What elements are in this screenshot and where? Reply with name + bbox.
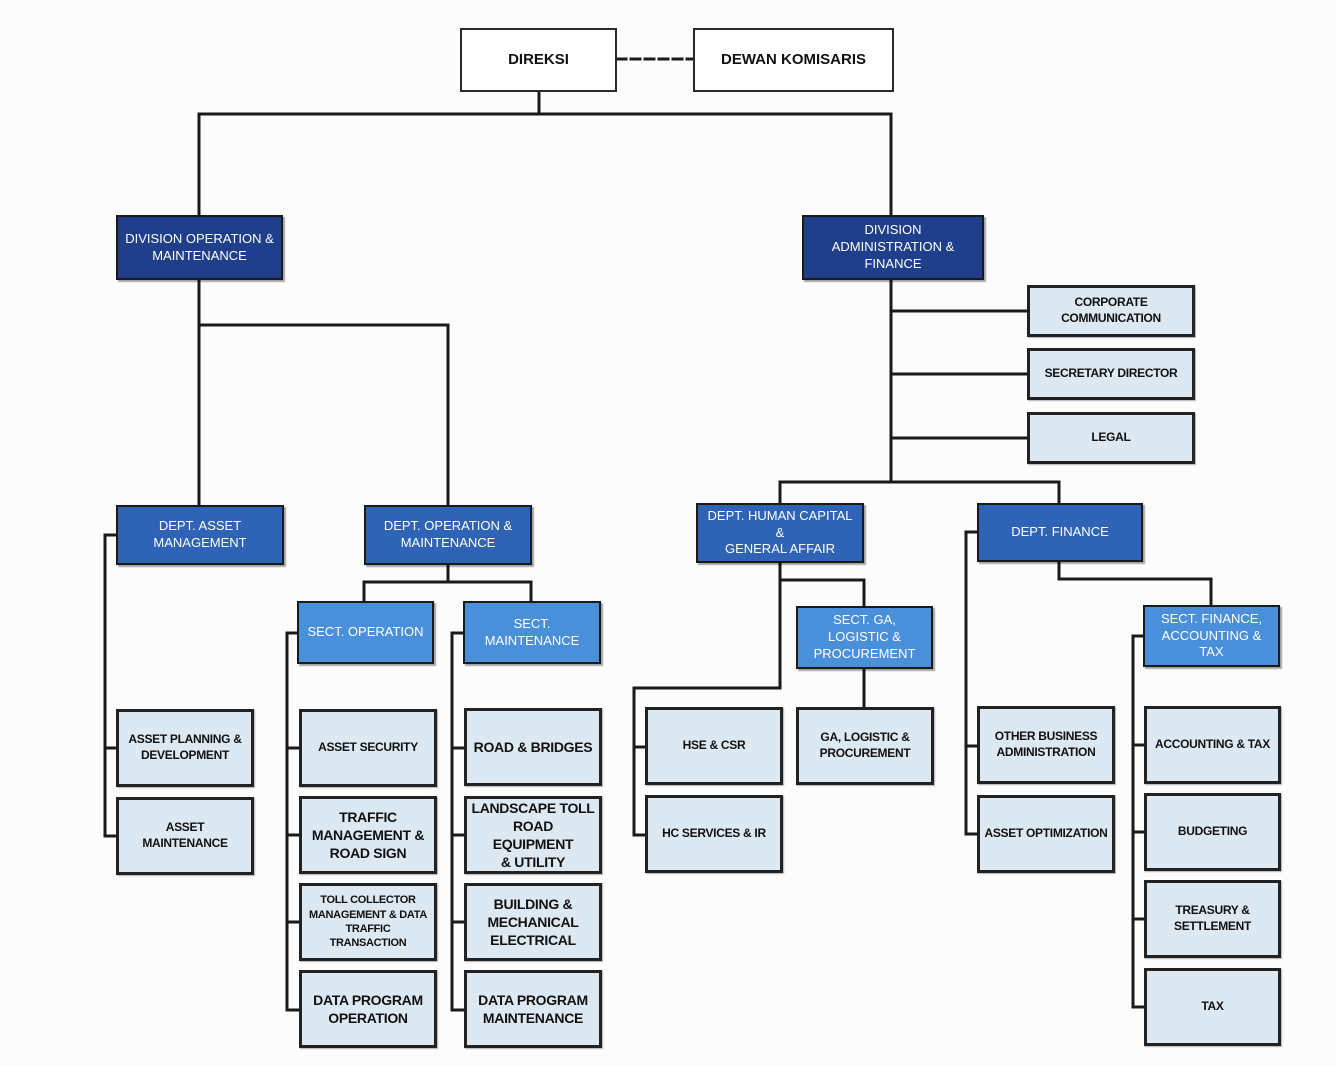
unit-hse-csr[interactable]: HSE & CSR bbox=[645, 707, 783, 785]
unit-building-mechanical-electrical[interactable]: BUILDING & MECHANICAL ELECTRICAL bbox=[464, 883, 602, 961]
division-operation-maintenance[interactable]: DIVISION OPERATION & MAINTENANCE bbox=[116, 215, 283, 280]
unit-asset-maintenance[interactable]: ASSET MAINTENANCE bbox=[116, 797, 254, 875]
sect-ga-logistic-procurement[interactable]: SECT. GA, LOGISTIC & PROCUREMENT bbox=[796, 606, 933, 669]
unit-asset-planning-development[interactable]: ASSET PLANNING & DEVELOPMENT bbox=[116, 709, 254, 787]
unit-treasury-settlement[interactable]: TREASURY & SETTLEMENT bbox=[1144, 880, 1281, 958]
sect-finance-accounting-tax[interactable]: SECT. FINANCE, ACCOUNTING & TAX bbox=[1143, 605, 1280, 667]
unit-toll-collector-management[interactable]: TOLL COLLECTOR MANAGEMENT & DATA TRAFFIC… bbox=[299, 883, 437, 961]
corporate-communication-box[interactable]: CORPORATE COMMUNICATION bbox=[1027, 285, 1195, 337]
dept-asset-management[interactable]: DEPT. ASSET MANAGEMENT bbox=[116, 505, 284, 565]
unit-accounting-tax[interactable]: ACCOUNTING & TAX bbox=[1144, 706, 1281, 784]
unit-tax[interactable]: TAX bbox=[1144, 968, 1281, 1046]
division-administration-finance[interactable]: DIVISION ADMINISTRATION & FINANCE bbox=[802, 215, 984, 280]
secretary-director-box[interactable]: SECRETARY DIRECTOR bbox=[1027, 348, 1195, 400]
direksi-box[interactable]: DIREKSI bbox=[460, 28, 617, 92]
sect-maintenance[interactable]: SECT. MAINTENANCE bbox=[463, 601, 601, 664]
unit-other-business-administration[interactable]: OTHER BUSINESS ADMINISTRATION bbox=[977, 706, 1115, 784]
dept-operation-maintenance[interactable]: DEPT. OPERATION & MAINTENANCE bbox=[364, 505, 532, 565]
unit-traffic-management-road-sign[interactable]: TRAFFIC MANAGEMENT & ROAD SIGN bbox=[299, 796, 437, 874]
unit-hc-services-ir[interactable]: HC SERVICES & IR bbox=[645, 795, 783, 873]
unit-landscape-toll-road-equipment[interactable]: LANDSCAPE TOLL ROAD EQUIPMENT & UTILITY bbox=[464, 796, 602, 874]
unit-data-program-maintenance[interactable]: DATA PROGRAM MAINTENANCE bbox=[464, 970, 602, 1048]
unit-asset-security[interactable]: ASSET SECURITY bbox=[299, 709, 437, 787]
dept-finance[interactable]: DEPT. FINANCE bbox=[977, 503, 1143, 562]
unit-asset-optimization[interactable]: ASSET OPTIMIZATION bbox=[977, 795, 1115, 873]
dept-human-capital-general-affair[interactable]: DEPT. HUMAN CAPITAL & GENERAL AFFAIR bbox=[696, 503, 864, 563]
legal-box[interactable]: LEGAL bbox=[1027, 412, 1195, 464]
unit-road-bridges[interactable]: ROAD & BRIDGES bbox=[464, 708, 602, 786]
unit-ga-logistic-procurement[interactable]: GA, LOGISTIC & PROCUREMENT bbox=[796, 707, 934, 785]
sect-operation[interactable]: SECT. OPERATION bbox=[297, 601, 434, 664]
dewan-komisaris-box[interactable]: DEWAN KOMISARIS bbox=[693, 28, 894, 92]
unit-data-program-operation[interactable]: DATA PROGRAM OPERATION bbox=[299, 970, 437, 1048]
unit-budgeting[interactable]: BUDGETING bbox=[1144, 793, 1281, 871]
